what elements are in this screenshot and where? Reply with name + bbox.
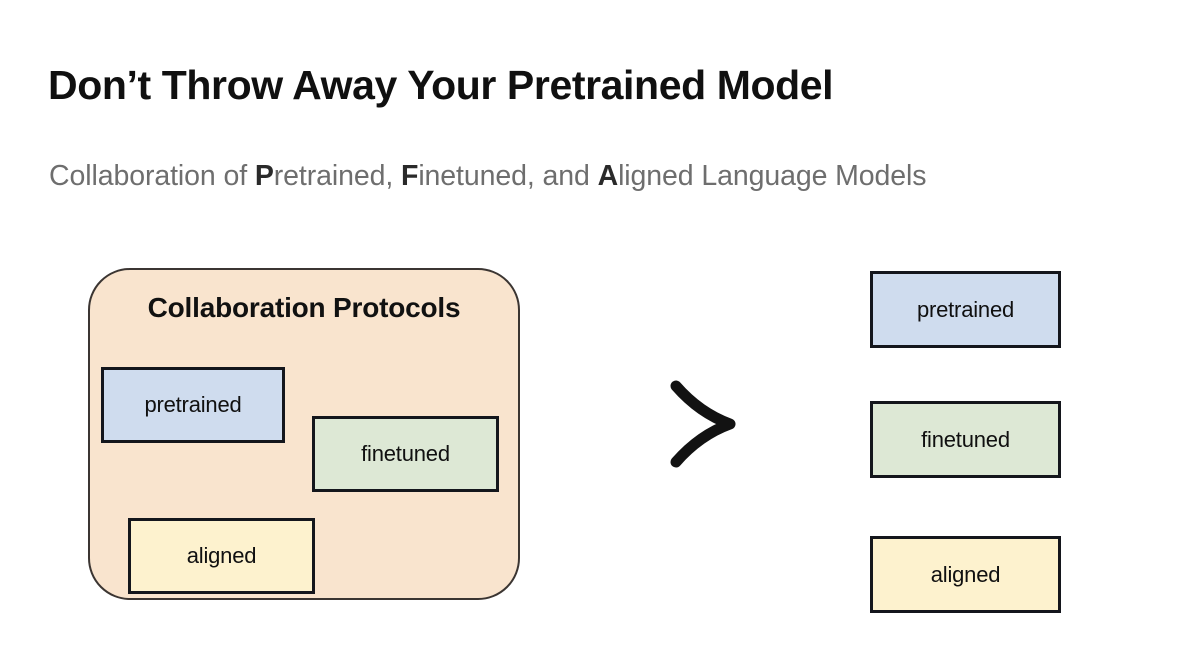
collaboration-protocols-group: Collaboration Protocols pretrained finet… [88,268,520,600]
standalone-box-aligned: aligned [870,536,1061,613]
page-title: Don’t Throw Away Your Pretrained Model [48,62,834,108]
subtitle-segment-1: Collaboration of [49,160,255,192]
standalone-box-finetuned: finetuned [870,401,1061,478]
collab-box-finetuned: finetuned [312,416,499,492]
standalone-box-finetuned-label: finetuned [921,426,1010,452]
standalone-box-pretrained-label: pretrained [916,296,1015,322]
greater-than-icon [660,378,746,470]
collab-box-aligned: aligned [128,518,315,594]
subtitle-segment-3: inetuned, and [418,160,598,192]
page-subtitle: Collaboration of Pretrained, Finetuned, … [49,160,927,193]
collab-box-aligned-label: aligned [186,543,257,568]
standalone-box-pretrained: pretrained [870,271,1061,348]
subtitle-accent-finetuned: F [401,160,419,192]
standalone-models-group: pretrained finetuned aligned [870,271,1061,614]
subtitle-accent-pretrained: P [254,160,274,192]
collaboration-protocols-label: Collaboration Protocols [147,292,461,323]
collab-box-pretrained: pretrained [101,367,285,443]
standalone-box-aligned-label: aligned [930,561,1001,587]
collab-box-pretrained-label: pretrained [144,392,242,417]
subtitle-segment-4: ligned Language Models [618,160,927,192]
collab-box-finetuned-label: finetuned [361,441,450,466]
subtitle-accent-aligned: A [597,160,619,192]
subtitle-segment-2: retrained, [273,160,401,192]
